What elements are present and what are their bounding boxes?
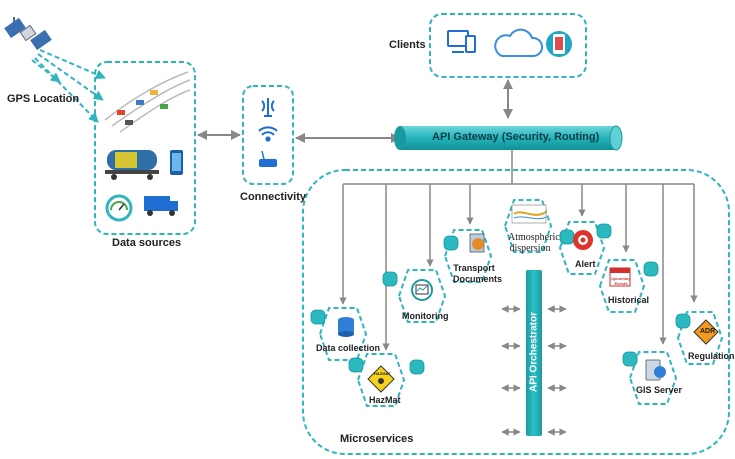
api-gateway-label: API Gateway (Security, Routing) (432, 131, 600, 143)
connectivity-box (242, 85, 294, 185)
clients-label: Clients (389, 39, 426, 51)
database-icons (310, 223, 691, 375)
service-label-alert: Alert (575, 259, 596, 269)
adr-badge-text: ADR (700, 328, 716, 335)
gps-location-label: GPS Location (7, 93, 80, 105)
cloud-icon (494, 28, 543, 57)
historical-calendar-icon (609, 267, 631, 287)
api-gateway (394, 125, 623, 151)
monitoring-icon (411, 279, 433, 301)
data-sources-box (94, 61, 196, 235)
service-label-hazmat: HazMat (369, 395, 401, 405)
microservices-label: Microservices (340, 433, 414, 445)
service-label-monitoring: Monitoring (402, 311, 449, 321)
service-label-gis-server: GIS Server (636, 385, 683, 395)
connectivity-label: Connectivity (240, 191, 307, 203)
orchestrator-links (501, 305, 567, 436)
api-orchestrator-label: API Orchestrator (528, 311, 540, 393)
service-label-data-collection: Data collection (316, 343, 381, 353)
service-label-transport-documents: Transport Documents (453, 263, 503, 284)
microservices-region (302, 169, 730, 455)
tanker-train-image (105, 150, 159, 180)
data-sources-label: Data sources (112, 237, 182, 249)
historical-badge-text: Upcoming Events (611, 276, 631, 286)
hazmat-icon (367, 365, 395, 393)
mobile-device-icon (546, 31, 572, 57)
service-drops (339, 184, 698, 351)
data-collection-icon (338, 317, 354, 337)
wifi-icon (258, 126, 278, 142)
smartphone-icon (170, 150, 183, 175)
alert-icon (573, 230, 593, 250)
service-label-atmospheric-dispersion: Atmospheric dispersion (508, 232, 560, 254)
service-label-regulation: Regulation (688, 351, 735, 361)
router-icon (259, 150, 277, 167)
transport-documents-icon (469, 233, 485, 253)
highway-image (104, 71, 191, 133)
atmospheric-dispersion-icon (511, 204, 547, 224)
speedometer-icon (105, 194, 133, 222)
clients-box (429, 13, 587, 78)
satellite-icon (4, 17, 52, 51)
devices-icon (447, 30, 476, 53)
api-orchestrator-bar (526, 270, 542, 436)
gis-server-icon (645, 359, 666, 381)
service-label-historical: Historical (608, 295, 650, 305)
adr-icon (693, 319, 719, 345)
antenna-icon (261, 98, 275, 117)
truck-icon (144, 196, 178, 216)
hazmat-badge-text: HAZMAT (374, 371, 391, 376)
